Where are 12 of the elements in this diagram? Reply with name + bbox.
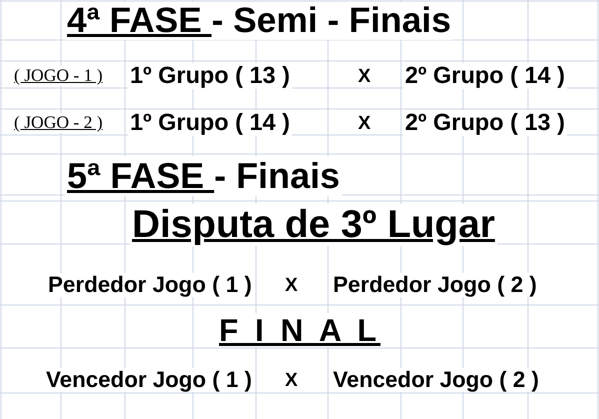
- match-label: ( JOGO - 1 ): [12, 66, 105, 86]
- team-label: 2º Grupo ( 14 ): [403, 63, 567, 89]
- section-heading: F I N A L: [217, 312, 382, 348]
- section-heading: 4ª FASE - Semi - Finais: [65, 2, 453, 40]
- match-slot-label: Vencedor Jogo ( 2 ): [331, 368, 541, 392]
- team-label: 1º Grupo ( 13 ): [128, 63, 292, 89]
- section-heading: Disputa de 3º Lugar: [130, 204, 497, 246]
- team-label: 2º Grupo ( 13 ): [403, 110, 567, 136]
- match-slot-label: Vencedor Jogo ( 1 ): [44, 368, 254, 392]
- team-label: 1º Grupo ( 14 ): [128, 110, 292, 136]
- match-label: ( JOGO - 2 ): [12, 113, 105, 133]
- section-heading: 5ª FASE - Finais: [65, 156, 342, 196]
